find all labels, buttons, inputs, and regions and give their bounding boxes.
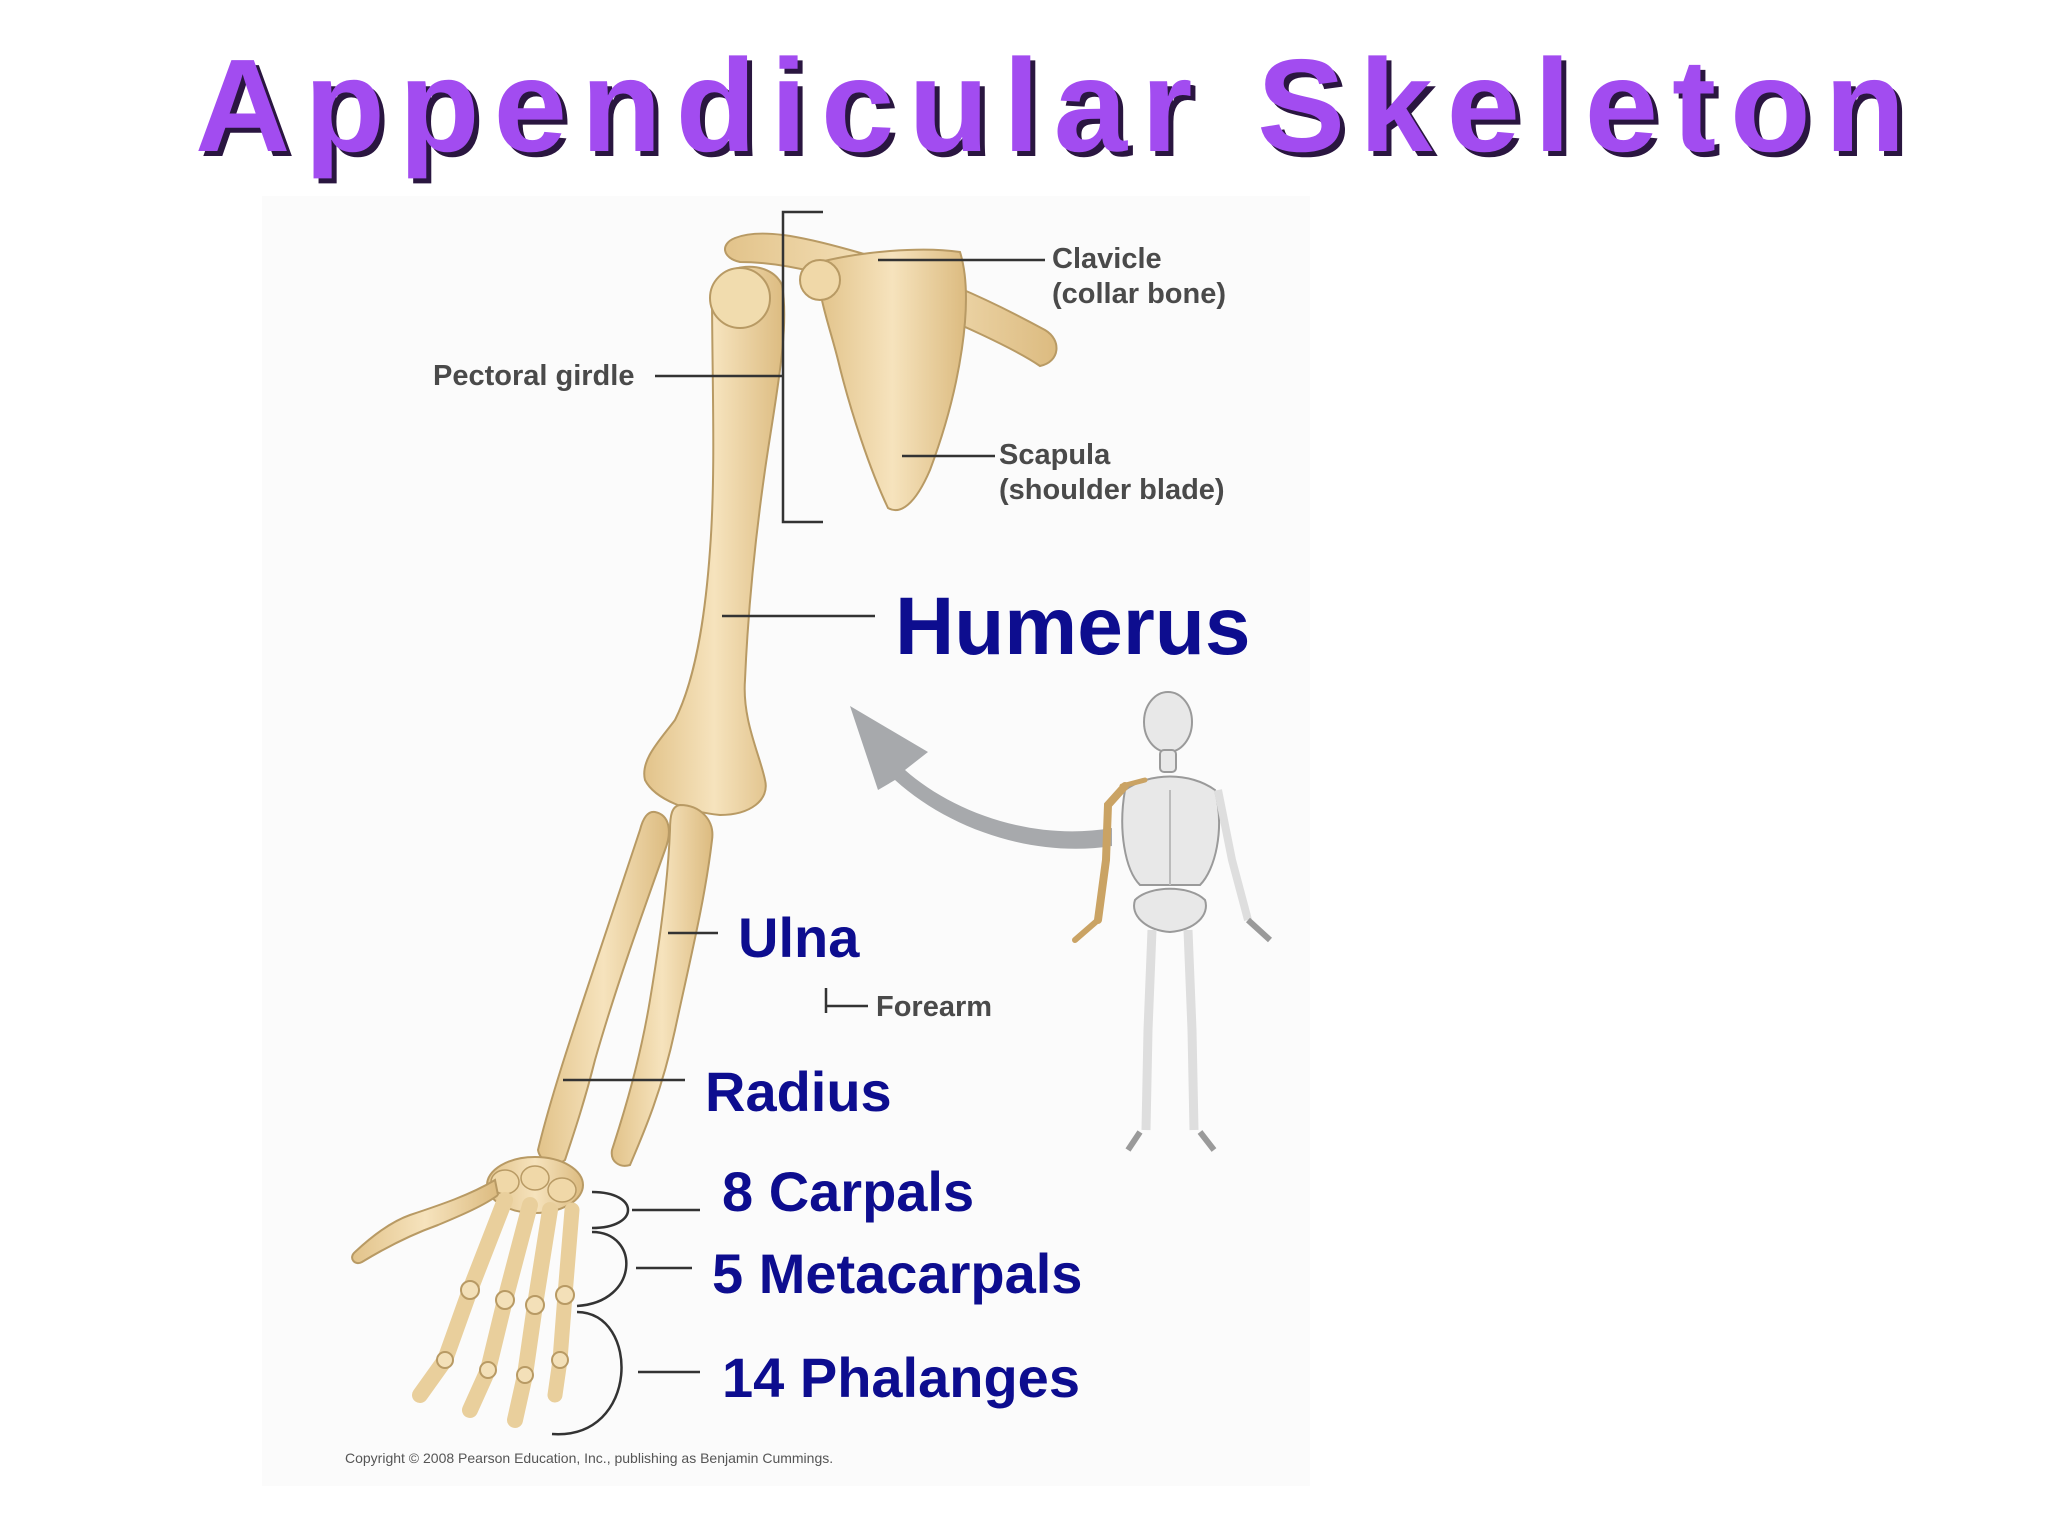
humeral-head <box>709 267 771 329</box>
carpals-label: 8 Carpals <box>722 1160 975 1223</box>
scapula-label-line2: (shoulder blade) <box>999 474 1225 506</box>
curved-arrow <box>850 706 1112 849</box>
coracoid-process <box>799 259 841 301</box>
thumb-bones <box>351 1178 500 1264</box>
ulna-label: Ulna <box>738 906 860 969</box>
radius-label: Radius <box>705 1060 892 1123</box>
clavicle-label-line2: (collar bone) <box>1052 278 1227 310</box>
humerus-label: Humerus <box>895 581 1251 672</box>
phalanges-label: 14 Phalanges <box>722 1346 1080 1409</box>
clavicle-label: Clavicle (collar bone) <box>1052 242 1226 312</box>
humerus-bone <box>643 265 786 817</box>
scapula-label-line1: Scapula <box>999 439 1111 471</box>
phalanges-bracket <box>551 1310 700 1436</box>
metacarpals-bracket <box>576 1230 692 1308</box>
metacarpals-label: 5 Metacarpals <box>712 1242 1083 1305</box>
forearm-bracket <box>824 988 868 1013</box>
clavicle-label-line1: Clavicle <box>1052 243 1162 275</box>
pectoral-girdle-bracket <box>781 210 823 524</box>
carpals-bracket <box>591 1190 700 1230</box>
finger-bones <box>412 1192 580 1428</box>
scapula-label: Scapula (shoulder blade) <box>999 438 1225 508</box>
forearm-label: Forearm <box>876 991 993 1023</box>
ulna-bone <box>610 803 714 1167</box>
highlighted-arm-on-skeleton <box>1072 777 1148 943</box>
full-skeleton-figure <box>1121 691 1273 1152</box>
copyright-notice: Copyright © 2008 Pearson Education, Inc.… <box>345 1450 834 1466</box>
scapula-bone <box>817 248 967 512</box>
slide-title: Appendicular Skeleton <box>195 32 1920 179</box>
pectoral-girdle-label: Pectoral girdle <box>433 360 635 392</box>
